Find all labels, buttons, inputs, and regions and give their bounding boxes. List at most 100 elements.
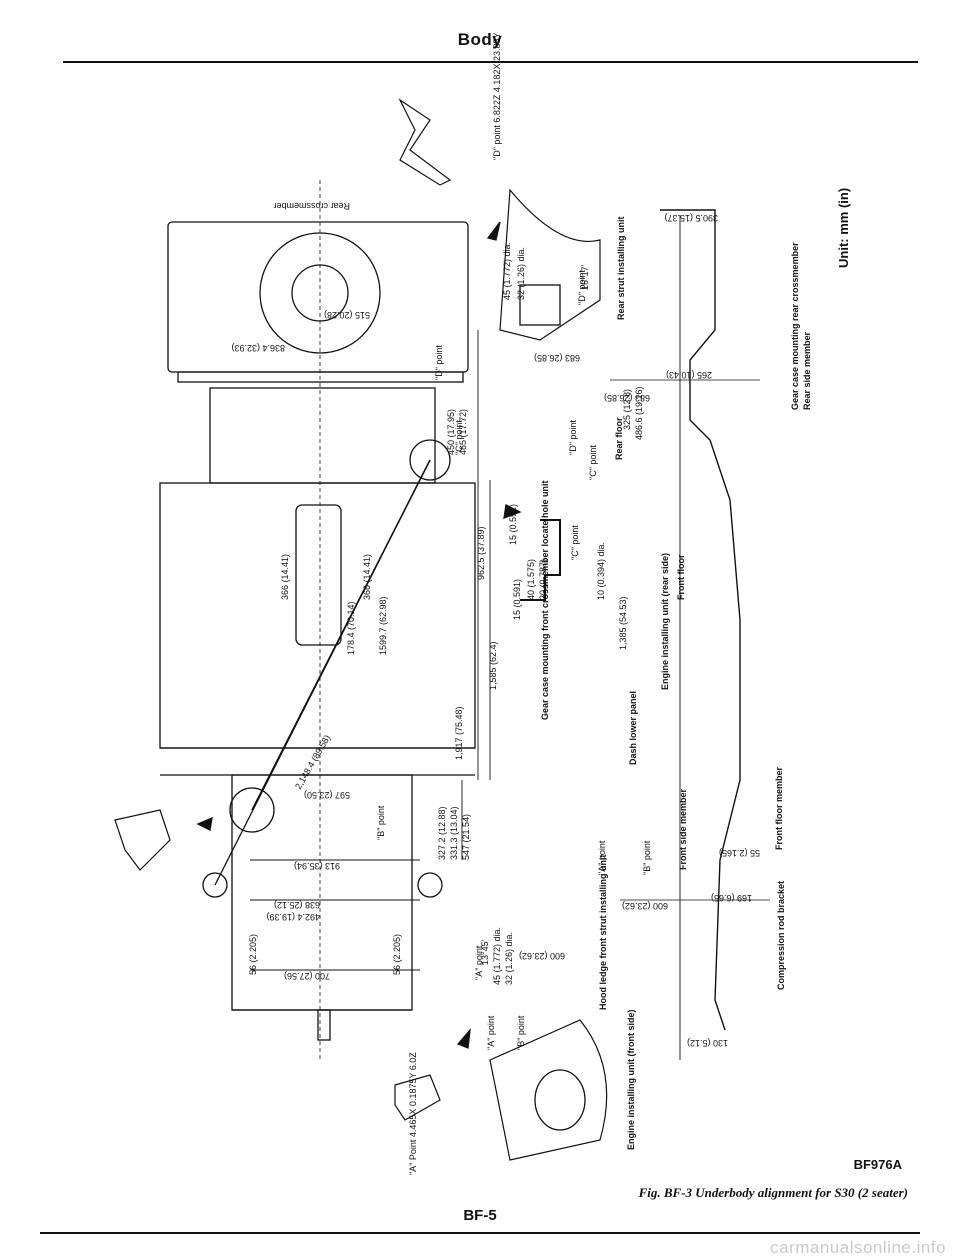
dim-d7: 1,917 (75.48) bbox=[454, 706, 464, 760]
tunnel bbox=[295, 504, 342, 646]
dim-d23a: 45 (1.772) dia. bbox=[492, 927, 502, 985]
rear-strut-detail bbox=[499, 188, 601, 341]
dim-d27: 10 (0.394) dia. bbox=[596, 542, 606, 600]
dim-d22a: 56 (2.205) bbox=[248, 934, 258, 975]
dim-d11: 600 (23.62) bbox=[519, 951, 565, 961]
figure-caption: Fig. BF-3 Underbody alignment for S30 (2… bbox=[638, 1185, 908, 1200]
dim-d4: 465 (17.72) bbox=[458, 409, 468, 455]
dim-d24b: 32 (1.26) dia. bbox=[516, 247, 526, 300]
dim-d13: 331.3 (13.04) bbox=[449, 806, 459, 860]
figure-code: BF976A bbox=[853, 1157, 902, 1172]
callout-d-point-1: "D" point bbox=[577, 270, 587, 305]
callout-d-point-3: "D" point bbox=[568, 420, 578, 455]
callout-front-floor-member: Front floor member bbox=[774, 766, 784, 850]
arrow-front bbox=[456, 1027, 471, 1049]
callout-compression-rod: Compression rod bracket bbox=[776, 881, 786, 990]
dim-d14: 547 (21.54) bbox=[461, 814, 471, 860]
dim-d3: 450 (17.95) bbox=[446, 409, 456, 455]
rear-crossmember bbox=[177, 371, 464, 383]
spec-d-point: "D" point 6.822Z 4.182X 23.85Y bbox=[492, 33, 502, 160]
rear-floor-pan bbox=[209, 387, 436, 484]
dim-d18: 913 (35.94) bbox=[294, 861, 340, 871]
callout-front-floor: Front floor bbox=[676, 554, 686, 600]
left-bracket bbox=[114, 809, 171, 871]
dim-d26: 16°17' bbox=[580, 264, 590, 290]
dim-d21: 597 (23.50) bbox=[304, 790, 350, 800]
dim-d32: 55 (2.165) bbox=[719, 848, 760, 858]
dim-d31: 130 (5.12) bbox=[687, 1038, 728, 1048]
arrow-gear-case bbox=[503, 504, 522, 519]
callout-a-point-1: "A" point bbox=[597, 840, 607, 875]
dim-d25: 13°45' bbox=[480, 939, 490, 965]
front-strut-detail bbox=[489, 1019, 608, 1161]
dim-d24a: 32 (1.26) dia. bbox=[504, 932, 514, 985]
rear-panel-outline bbox=[167, 221, 469, 373]
dim-d22b: 56 (2.205) bbox=[392, 934, 402, 975]
callout-c-point-2: "C" point bbox=[588, 445, 598, 480]
callout-a-point-2: "A" point bbox=[474, 945, 484, 980]
callout-rear-crossmember: Rear crossmember bbox=[273, 201, 350, 211]
main-floor bbox=[159, 482, 476, 749]
callout-rear-side-member: Rear side member bbox=[802, 331, 812, 410]
callout-b-point-2: "B" point bbox=[516, 1015, 526, 1050]
callout-engine-installing: Engine installing unit (rear side) bbox=[660, 553, 670, 690]
dim-d33: 169 (6.65) bbox=[711, 893, 752, 903]
dim-d23b: 45 (1.772) dia. bbox=[502, 242, 512, 300]
callout-dash-lower: Dash lower panel bbox=[628, 691, 638, 765]
watermark: carmanualsonline.info bbox=[770, 1238, 946, 1257]
dim-d2: 515 (20.28) bbox=[324, 310, 370, 320]
callout-hood-ledge: Hood ledge front strut installing unit bbox=[598, 855, 608, 1011]
arrow-left bbox=[196, 816, 213, 831]
dim-d16: 1599.7 (62.98) bbox=[378, 596, 388, 655]
dim-d34: 265 (10.43) bbox=[666, 370, 712, 380]
side-profile bbox=[660, 209, 741, 1031]
callout-engine-front: Engine installing unit (front side) bbox=[626, 1010, 636, 1151]
callout-a-point-3: "A" point bbox=[486, 1015, 496, 1050]
a-point-bracket bbox=[394, 1074, 441, 1121]
dim-d1: 836.4 (32.93) bbox=[231, 343, 285, 353]
dim-d17: 178.4 (70.14) bbox=[346, 601, 356, 655]
callout-rear-strut: Rear strut installing unit bbox=[616, 216, 626, 320]
header-rule bbox=[63, 61, 918, 63]
diagonal-2 bbox=[214, 459, 431, 886]
dim-d15b: 366 (14.41) bbox=[362, 554, 372, 600]
dim-d15a: 366 (14.41) bbox=[280, 554, 290, 600]
callout-b-point-1: "B" point bbox=[642, 840, 652, 875]
dim-d28: 325 (12.8) bbox=[622, 389, 632, 430]
dim-d29: 486.6 (19.16) bbox=[634, 386, 644, 440]
dim-d10: 700 (27.56) bbox=[284, 971, 330, 981]
dim-d38: 20 (0.787) bbox=[538, 559, 548, 600]
callout-b-point-3: "B" point bbox=[376, 805, 386, 840]
callout-rear-floor: Rear floor bbox=[614, 417, 624, 460]
d-point-bracket bbox=[398, 98, 452, 186]
callout-d-point-2: "D" point bbox=[434, 345, 444, 380]
dim-d20: 492.4 (19.39) bbox=[266, 912, 320, 922]
point-c-marker bbox=[409, 439, 451, 481]
point-a-marker bbox=[202, 872, 228, 898]
dim-d19: 638 (25.12) bbox=[274, 900, 320, 910]
front-stub bbox=[317, 1009, 331, 1041]
arrow-rear-strut bbox=[486, 221, 501, 241]
gear-case-detail bbox=[520, 519, 561, 601]
page-header: Body bbox=[457, 30, 503, 49]
dim-d35a: 683 (26.85) bbox=[534, 353, 580, 363]
callout-c-point-1: "C" point bbox=[454, 420, 464, 455]
dim-d36a: 15 (0.591) bbox=[508, 504, 518, 545]
dim-d5: 962.5 (37.89) bbox=[476, 526, 486, 580]
callout-gear-case-rear: Gear case mounting rear crossmember bbox=[790, 242, 800, 410]
dim-d36b: 15 (0.591) bbox=[512, 579, 522, 620]
dim-d30: 390.5 (15.37) bbox=[664, 213, 718, 223]
page-number: BF-5 bbox=[463, 1207, 497, 1224]
callout-gear-case-front: Gear case mounting front crossmember loc… bbox=[540, 480, 550, 720]
callout-front-side-member: Front side member bbox=[678, 788, 688, 870]
footer-rule bbox=[40, 1232, 920, 1234]
dim-d8: 2,148.4 (89.58) bbox=[293, 733, 332, 791]
dim-d35b: 683 (26.85) bbox=[604, 393, 650, 403]
dim-d37: 40 (1.575) bbox=[526, 559, 536, 600]
point-b-marker bbox=[229, 787, 275, 833]
dim-d12: 327.2 (12.88) bbox=[437, 806, 447, 860]
callout-c-point-3: "C" point bbox=[570, 525, 580, 560]
dim-d6: 1,585 (62.4) bbox=[488, 641, 498, 690]
dim-d11b: 600 (23.62) bbox=[622, 901, 668, 911]
